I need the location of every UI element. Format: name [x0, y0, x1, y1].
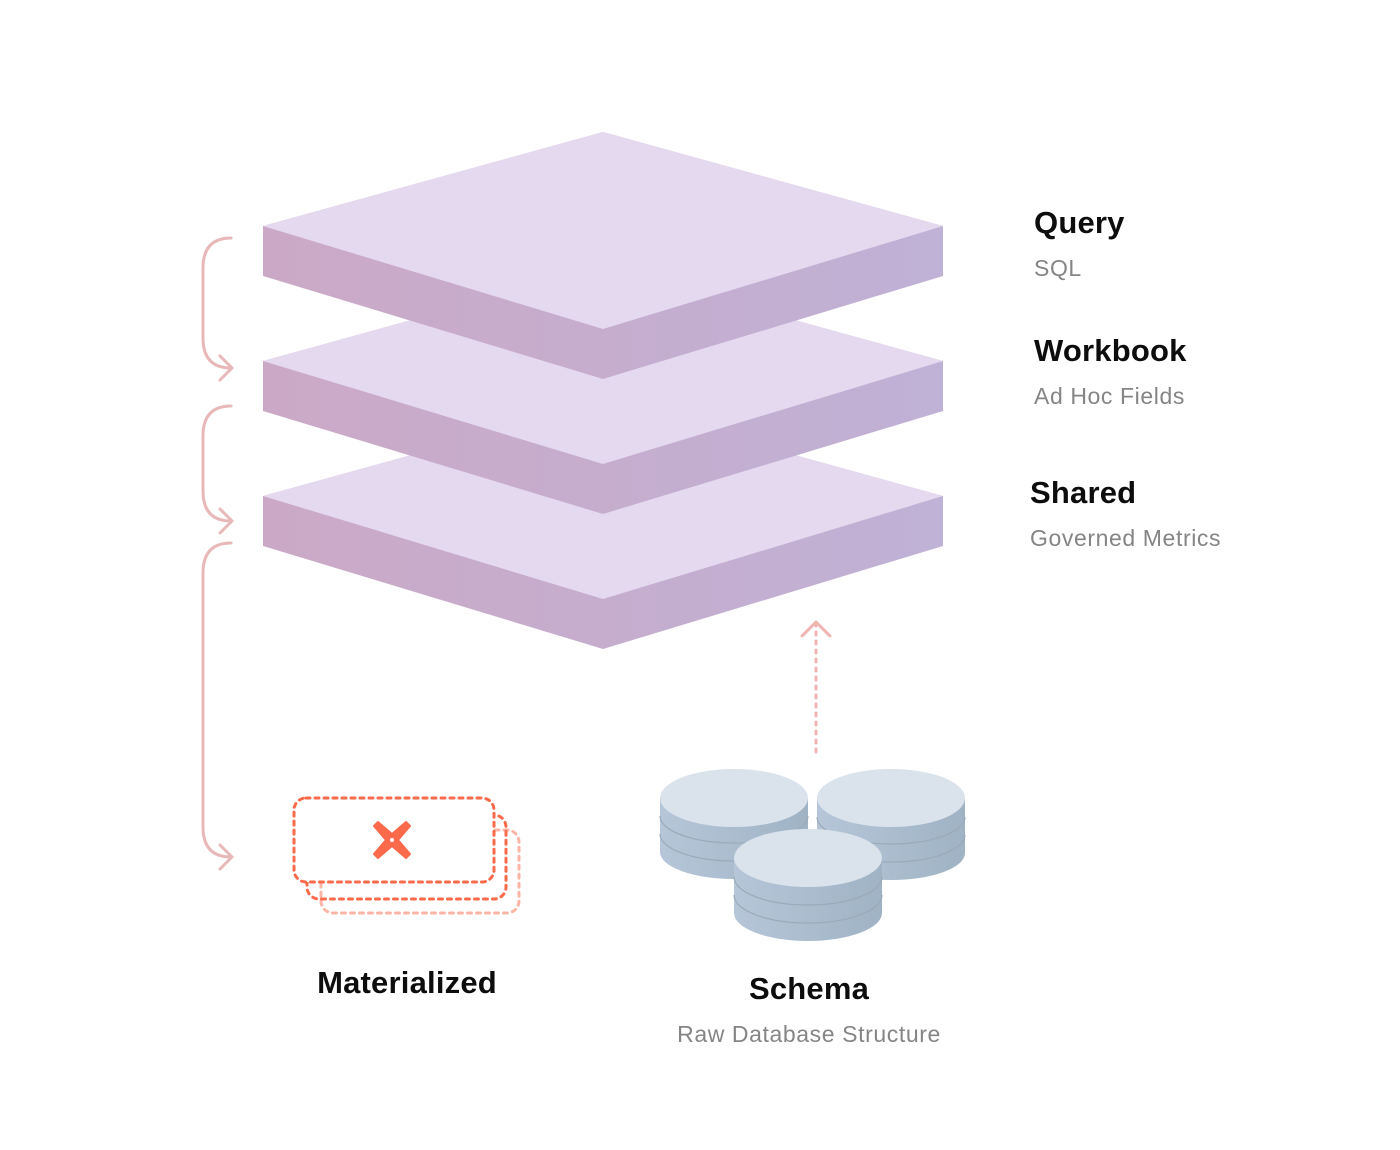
connector-workbook-to-shared: [201, 404, 234, 535]
connector-shared-to-materialized: [201, 541, 234, 871]
query-layer-slab: [263, 132, 943, 379]
workbook-layer-subtitle: Ad Hoc Fields: [1034, 383, 1185, 409]
workbook-layer-title: Workbook: [1034, 333, 1187, 368]
schema-to-shared-arrow: [800, 620, 832, 754]
schema-title: Schema: [748, 971, 870, 1006]
dbt-logo-icon: [373, 821, 411, 859]
query-layer-subtitle: SQL: [1034, 255, 1082, 281]
schema-subtitle: Raw Database Structure: [677, 1021, 941, 1047]
query-layer-title: Query: [1034, 205, 1125, 240]
database-cylinders-icon: [659, 769, 966, 941]
shared-layer-title: Shared: [1030, 475, 1137, 510]
connector-query-to-workbook: [201, 236, 234, 382]
materialized-title: Materialized: [317, 965, 497, 1000]
shared-layer-subtitle: Governed Metrics: [1030, 525, 1222, 551]
database-cylinder-front: [733, 829, 883, 941]
database-cylinder-right: [816, 769, 966, 880]
